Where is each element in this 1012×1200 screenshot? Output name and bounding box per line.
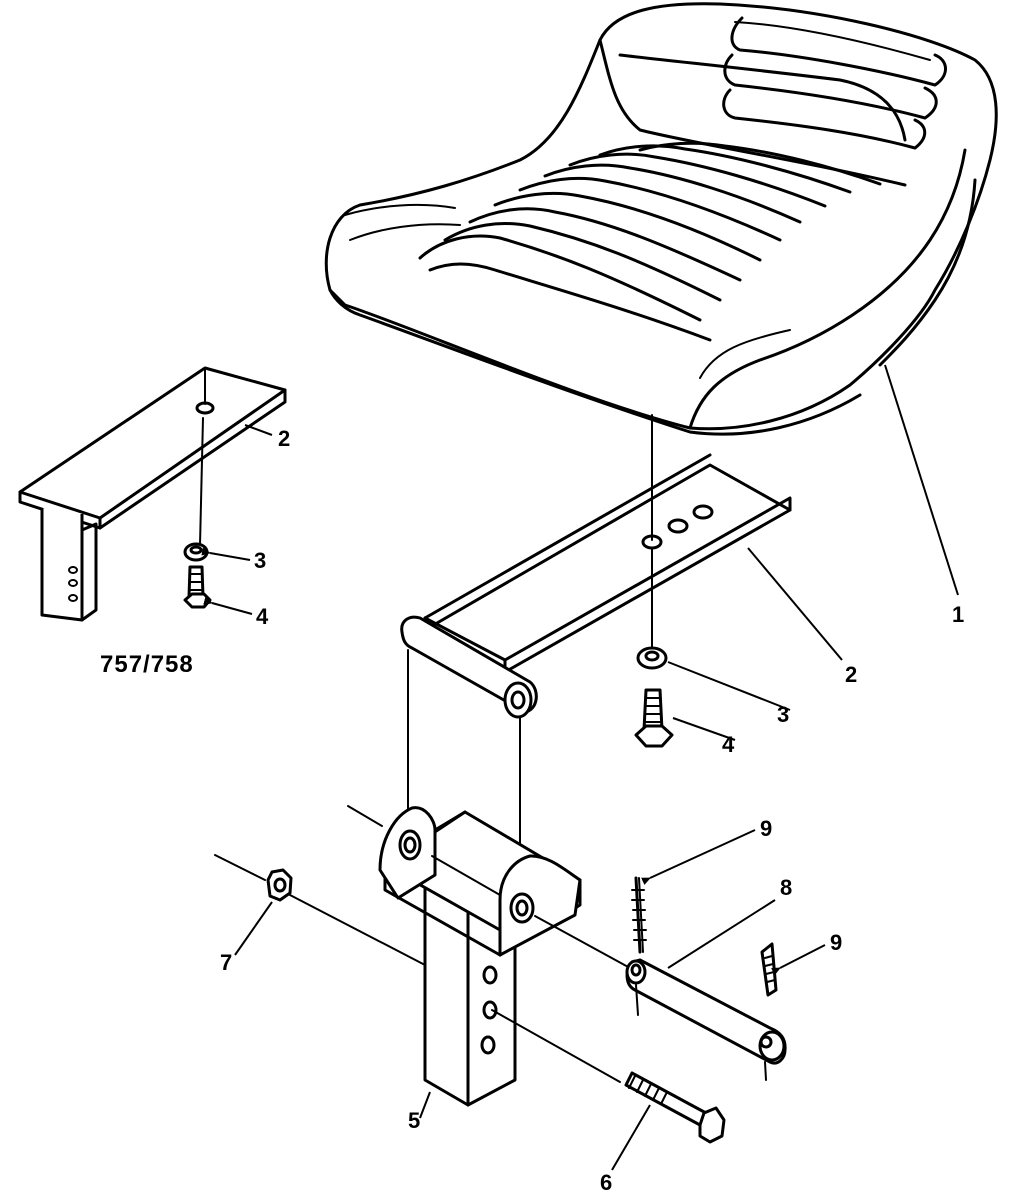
hex-nut-part: [266, 868, 293, 902]
model-label-757-758: 757/758: [100, 651, 194, 678]
callout-6: 6: [600, 1170, 612, 1195]
leader-line-1: [884, 364, 959, 596]
lock-washer-part: [636, 646, 668, 670]
leader-line-7: [234, 901, 273, 956]
leader-line-4: [672, 717, 736, 741]
callout-4-small: 4: [256, 604, 269, 629]
leader-line-4-small: [203, 597, 253, 615]
callout-5: 5: [408, 1108, 420, 1133]
bracket-757-758-part: [18, 366, 287, 622]
seat-part: [324, 2, 998, 436]
seat-mount-post-part: [378, 806, 582, 1107]
leader-line-2-small: [244, 424, 273, 436]
callout-9-upper: 9: [760, 816, 772, 841]
callout-3-small: 3: [254, 548, 266, 573]
hex-bolt-part: [634, 688, 674, 748]
callout-4: 4: [722, 732, 735, 757]
leader-line-9-right: [771, 944, 826, 976]
callout-8: 8: [780, 875, 792, 900]
callout-9-right: 9: [830, 930, 842, 955]
pivot-pin-part: [625, 958, 787, 1065]
leader-line-3-small: [201, 547, 251, 561]
callout-1: 1: [952, 602, 964, 627]
cotter-pin-right-part: [760, 942, 778, 997]
callout-2: 2: [845, 662, 857, 687]
seat-bracket-part: [400, 453, 792, 719]
leader-line-6: [611, 1104, 651, 1171]
leader-line-9-upper: [641, 829, 756, 885]
leader-line-3: [667, 661, 791, 711]
carriage-bolt-part: [624, 1071, 726, 1144]
callout-2-small: 2: [278, 426, 290, 451]
cotter-pin-upper-part: [631, 876, 647, 954]
leader-line-5: [419, 1091, 431, 1119]
callout-7: 7: [220, 950, 232, 975]
leader-line-8: [667, 899, 776, 969]
leader-line-2: [747, 547, 843, 661]
callout-3: 3: [777, 702, 789, 727]
